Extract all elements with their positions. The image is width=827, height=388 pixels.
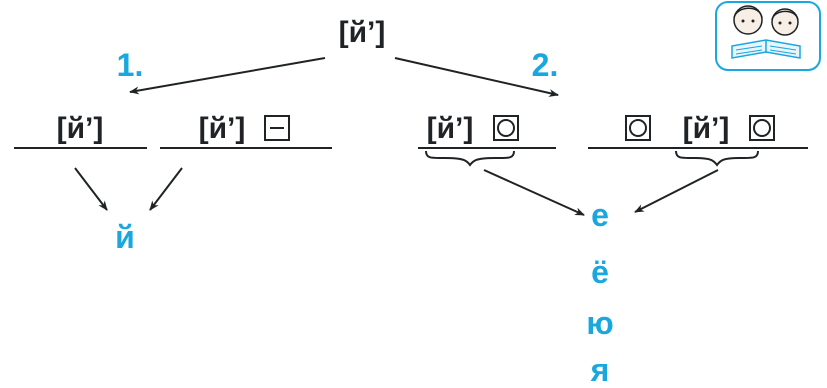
branch-1-right-label: [й’]	[199, 112, 246, 145]
branch-1-right-scheme: [й’]	[160, 112, 332, 149]
result-letter: е	[591, 197, 609, 233]
circle-box-icon	[625, 115, 651, 141]
branch-2-left-label: [й’]	[427, 112, 474, 145]
arrow-to-result-2	[483, 169, 585, 216]
branch-1-number: 1.	[117, 47, 144, 83]
result-letter: ю	[586, 305, 613, 341]
branch-2-left-scheme: [й’]	[418, 112, 556, 167]
arrow-to-branch-2	[394, 57, 559, 97]
brace-icon	[675, 150, 759, 167]
top-sound-label: [й’]	[339, 16, 386, 49]
arrow-to-result-1	[149, 167, 183, 211]
circle-box-icon	[493, 115, 519, 141]
arrow-to-result-2	[634, 169, 719, 213]
branch-2-number: 2.	[532, 47, 559, 83]
branch-1-left-scheme: [й’]	[14, 112, 147, 149]
result-letter: ё	[591, 254, 609, 290]
minus-box-icon	[264, 115, 290, 141]
circle-box-icon	[749, 115, 775, 141]
branch-2-right-label: [й’]	[683, 112, 730, 145]
branch-1-left-label: [й’]	[57, 112, 104, 145]
arrow-to-result-1	[74, 167, 108, 211]
arrow-to-branch-1	[129, 57, 326, 95]
result-letter: я	[590, 352, 610, 388]
result-letter-1: й	[115, 219, 135, 255]
brace-icon	[425, 150, 515, 167]
branch-2-right-scheme: [й’]	[588, 112, 808, 167]
children-reading-icon	[715, 1, 821, 71]
